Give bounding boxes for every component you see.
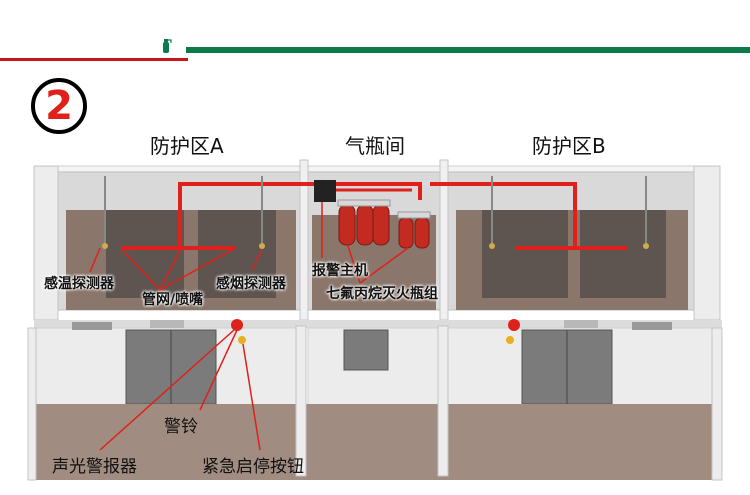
step-number-badge: 2 [31, 78, 87, 134]
label-temp-detector: 感温探测器 [44, 276, 114, 292]
zone-title-b: 防护区B [532, 134, 606, 158]
header-green-rule [186, 47, 750, 53]
label-cylinder-group: 七氟丙烷灭火瓶组 [326, 286, 438, 302]
server-cabinet [482, 210, 568, 298]
label-alarm-host: 报警主机 [312, 263, 368, 279]
alarm-bell-device [238, 336, 246, 344]
server-cabinet [580, 210, 666, 298]
caption-emergency-button: 紧急启停按钮 [202, 457, 304, 477]
caption-alarm-bell: 警铃 [164, 417, 198, 437]
alarm-host-panel [314, 180, 336, 202]
caption-sound-light-alarm: 声光警报器 [52, 457, 137, 477]
sound-light-alarm-device [231, 319, 243, 331]
header-red-rule [0, 58, 188, 61]
label-smoke-detector: 感烟探测器 [216, 276, 286, 292]
zone-title-gas-room: 气瓶间 [345, 134, 405, 158]
zone-title-a: 防护区A [150, 134, 224, 158]
server-cabinet [106, 210, 184, 298]
label-pipe-nozzle: 管网/喷嘴 [142, 292, 204, 308]
fire-extinguisher-icon [160, 38, 172, 58]
